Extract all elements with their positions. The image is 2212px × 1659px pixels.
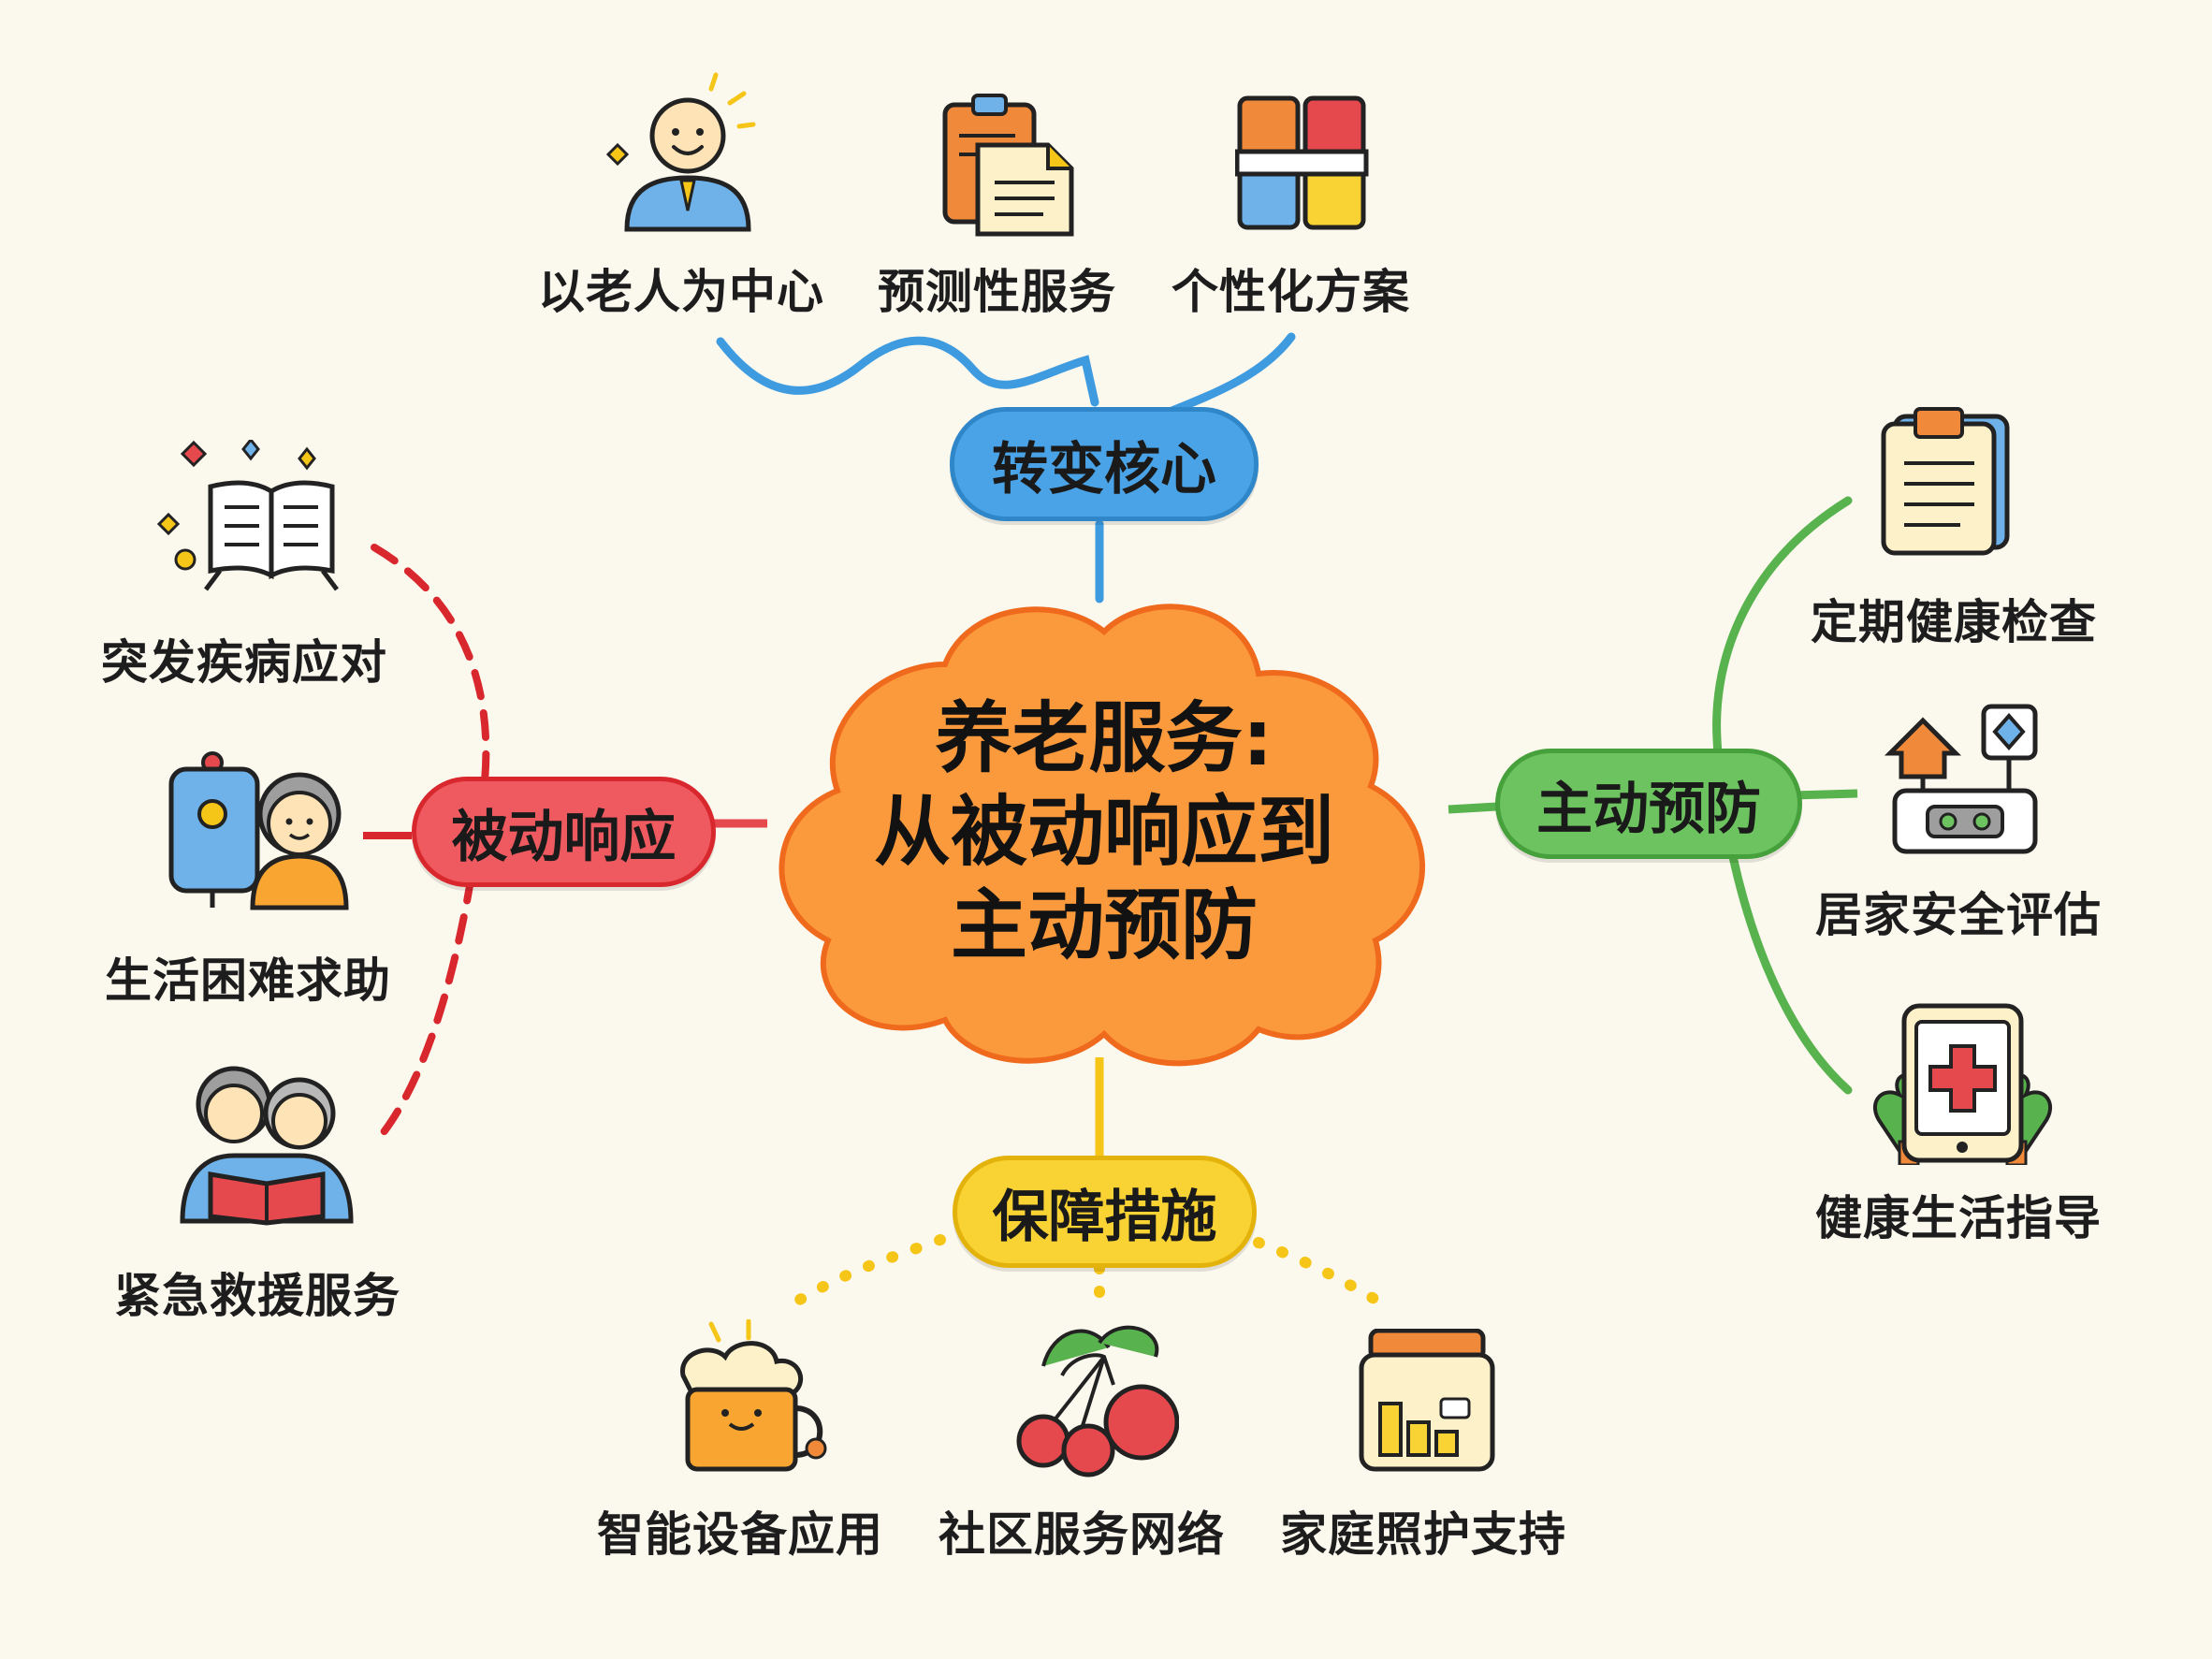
health-checklist-icon <box>1881 407 2010 556</box>
smart-mug-icon <box>680 1319 827 1472</box>
leaf-left-2: 生活困难求助 <box>105 953 391 1008</box>
central-topic-line-2: 从被动响应到 <box>873 787 1334 877</box>
leaf-bottom-3: 家庭照护支持 <box>1280 1507 1566 1562</box>
leaf-left-1: 突发疾病应对 <box>101 635 387 690</box>
leaf-bottom-2: 社区服务网络 <box>939 1507 1225 1562</box>
elder-with-screen-icon <box>168 751 349 910</box>
branch-right-pill: 主动预防 <box>1495 749 1802 859</box>
plan-grid-icon <box>1235 95 1369 230</box>
central-topic-line-3: 主动预防 <box>950 881 1258 971</box>
leaf-top-1: 以老人为中心 <box>538 265 824 319</box>
leaf-bottom-1: 智能设备应用 <box>597 1507 883 1562</box>
leaf-right-1: 定期健康检查 <box>1811 595 2097 649</box>
top-wave-left <box>716 336 1099 407</box>
branch-bottom-label: 保障措施 <box>992 1184 1217 1250</box>
top-wave-right <box>1165 332 1296 416</box>
branch-left-label: 被动响应 <box>451 804 677 870</box>
bottom-dots-right <box>1253 1237 1390 1311</box>
smiling-elder-icon <box>605 72 756 232</box>
clipboard-documents-icon <box>942 94 1074 237</box>
branch-bottom-pill: 保障措施 <box>953 1156 1257 1268</box>
right-connector <box>1448 802 1498 814</box>
center-cloud <box>779 604 1425 1067</box>
branch-top-label: 转变核心 <box>992 436 1216 502</box>
branch-left-pill: 被动响应 <box>412 777 716 887</box>
branch-top-pill: 转变核心 <box>950 407 1259 521</box>
fruit-cherries-icon <box>1016 1325 1179 1477</box>
branch-right-label: 主动预防 <box>1536 776 1761 842</box>
home-sensor-device-icon <box>1884 704 2038 854</box>
leaf-left-3: 紧急救援服务 <box>114 1269 400 1323</box>
storage-jar-chart-icon <box>1359 1329 1495 1472</box>
central-topic: 养老服务: 从被动响应到 主动预防 <box>777 655 1432 1011</box>
medical-tablet-icon <box>1873 1003 2052 1165</box>
leaf-top-2: 预测性服务 <box>878 265 1116 319</box>
leaf-right-3: 健康生活指导 <box>1815 1191 2102 1245</box>
leaf-right-2: 居家安全评估 <box>1815 888 2102 942</box>
right-mid-line <box>1792 789 1858 800</box>
open-book-sparkles-icon <box>156 440 339 591</box>
leaf-top-3: 个性化方案 <box>1171 265 1410 319</box>
elder-couple-reading-icon <box>180 1066 354 1226</box>
right-arc <box>1712 496 1853 1095</box>
central-topic-line-1: 养老服务: <box>935 693 1273 783</box>
bottom-dots-left <box>785 1234 946 1311</box>
